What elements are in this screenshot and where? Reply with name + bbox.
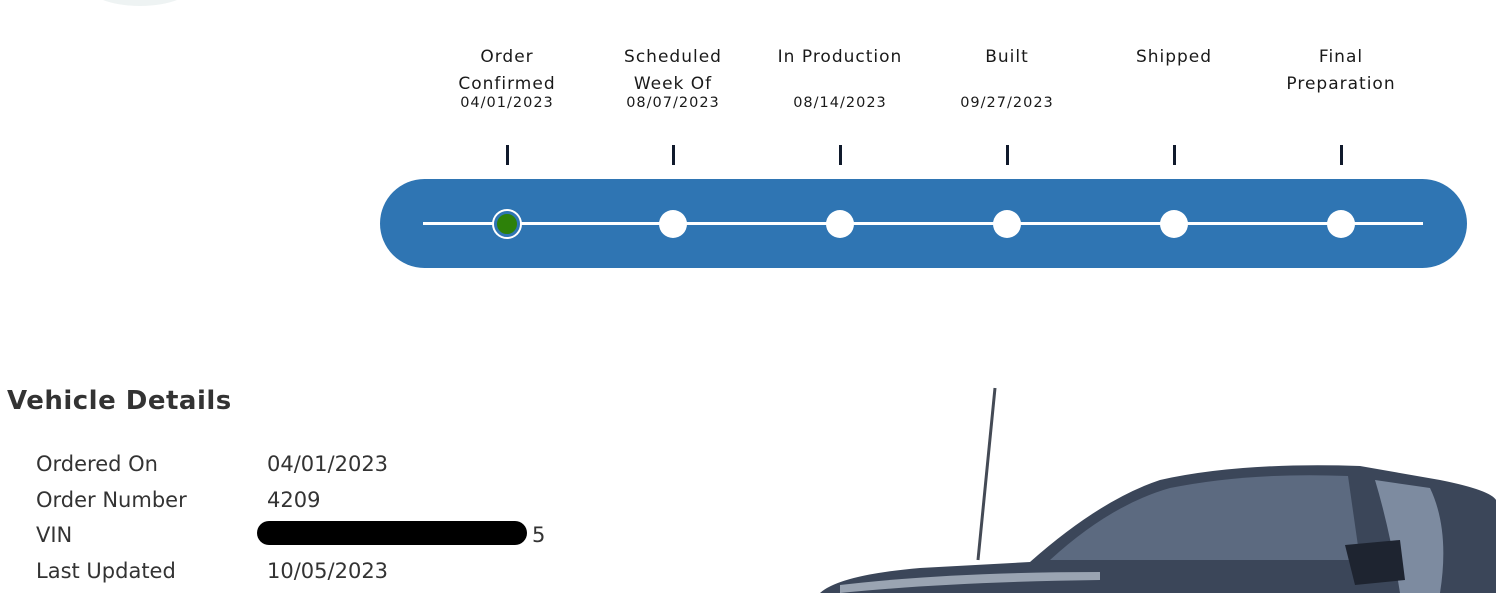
stage-label: Shipped xyxy=(1135,47,1213,67)
stage-tick xyxy=(1005,145,1009,165)
stage-label: Built xyxy=(985,47,1029,67)
stage-tick xyxy=(1172,145,1176,165)
detail-label: Ordered On xyxy=(36,452,158,476)
detail-row: VIN 5 xyxy=(36,523,545,547)
stage-tick xyxy=(838,145,842,165)
detail-row: Last Updated 10/05/2023 xyxy=(36,559,388,583)
detail-value: 04/01/2023 xyxy=(267,452,389,476)
vin-redaction xyxy=(257,521,527,545)
stage-tick xyxy=(1339,145,1343,165)
stage-date: 08/14/2023 xyxy=(793,95,887,111)
vehicle-details-title: Vehicle Details xyxy=(7,386,232,416)
stage-marker xyxy=(1160,210,1188,238)
stage-date: 09/27/2023 xyxy=(960,95,1054,111)
stage-shipped: Shipped xyxy=(1089,44,1259,95)
detail-label: VIN xyxy=(36,523,73,547)
detail-value: 5 xyxy=(532,523,546,547)
stage-tick xyxy=(671,145,675,165)
stage-tick xyxy=(505,145,509,165)
stage-date: 08/07/2023 xyxy=(626,95,720,111)
vehicle-image xyxy=(820,387,1496,593)
detail-value: 10/05/2023 xyxy=(267,559,389,583)
detail-row: Ordered On 04/01/2023 xyxy=(36,452,388,476)
detail-label: Last Updated xyxy=(36,559,176,583)
decorative-arc xyxy=(85,0,195,6)
stage-marker xyxy=(993,210,1021,238)
stage-marker-current xyxy=(494,211,520,237)
progress-line xyxy=(423,222,1423,225)
detail-row: Order Number 4209 xyxy=(36,488,320,512)
stage-marker xyxy=(826,210,854,238)
stage-in-production: In Production 08/14/2023 xyxy=(755,44,925,111)
stage-label: In Production xyxy=(777,47,903,67)
stage-built: Built 09/27/2023 xyxy=(922,44,1092,111)
detail-label: Order Number xyxy=(36,488,187,512)
stage-marker xyxy=(659,210,687,238)
stage-marker xyxy=(1327,210,1355,238)
detail-value: 4209 xyxy=(267,488,321,512)
stage-date: 04/01/2023 xyxy=(460,95,554,111)
